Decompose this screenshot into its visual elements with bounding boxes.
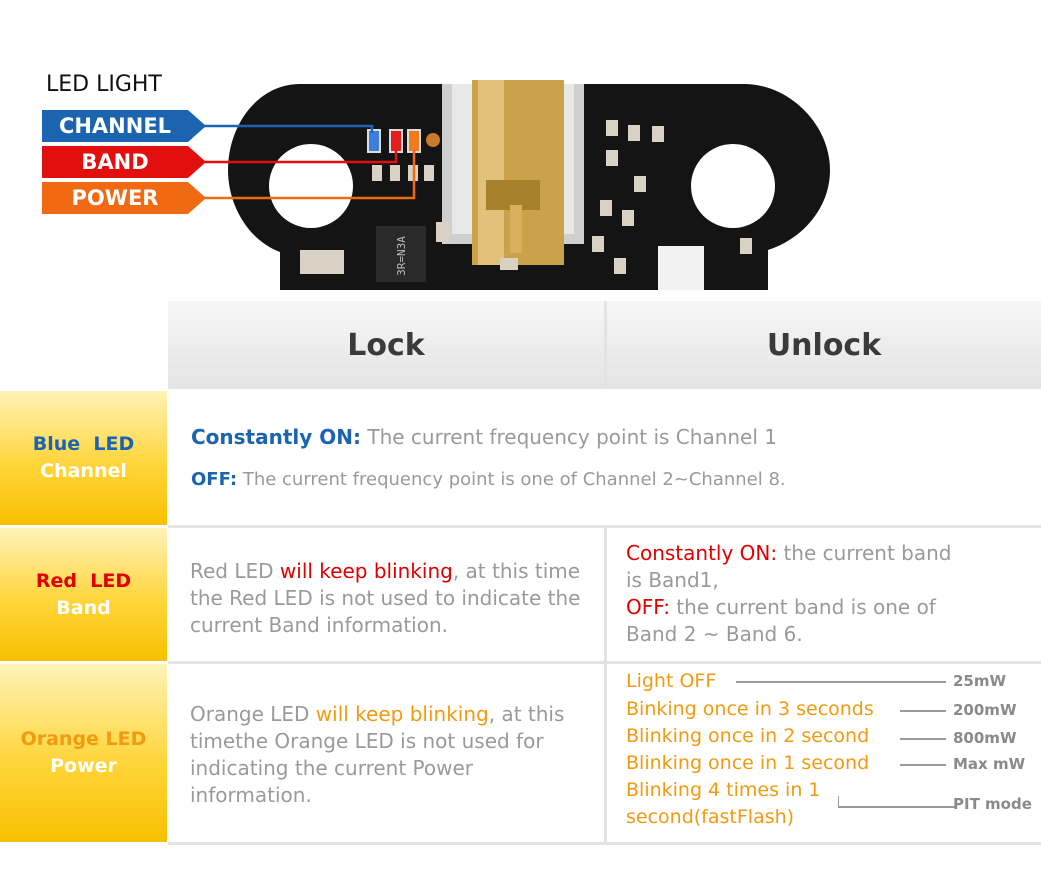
orange-led-lock-cell: Orange LED will keep blinking, at this t…	[190, 701, 595, 809]
power-leader-1	[736, 681, 946, 683]
power-state-5a: Blinking 4 times in 1	[626, 779, 821, 801]
mount-hole-left	[269, 144, 353, 228]
power-tag: POWER	[42, 182, 206, 214]
power-state-3: Blinking once in 2 second	[626, 725, 870, 747]
row-label-blue-led: Blue LED Channel	[0, 391, 167, 525]
band-off-key: OFF:	[626, 595, 670, 619]
row-label-red-led: Red LED Band	[0, 528, 167, 661]
orange-led-label: Orange LED	[20, 728, 147, 750]
orange-lock-post: , at this timethe Orange LED is not used…	[190, 702, 565, 807]
header-unlock: Unlock	[607, 301, 1041, 389]
power-value-2: 200mW	[953, 701, 1017, 719]
power-value-1: 25mW	[953, 672, 1007, 690]
channel-tag: CHANNEL	[42, 110, 206, 142]
red-lock-pre: Red LED	[190, 559, 280, 583]
band-tag-label: BAND	[81, 150, 149, 174]
row-divider-1	[168, 525, 1041, 528]
power-label: Power	[50, 755, 117, 777]
red-led-unlock-cell: Constantly ON: the current band is Band1…	[626, 540, 971, 648]
band-label: Band	[56, 596, 111, 619]
header-lock: Lock	[168, 301, 604, 389]
constantly-on-key: Constantly ON:	[191, 425, 362, 449]
band-on-key: Constantly ON:	[626, 541, 778, 565]
channel-tag-label: CHANNEL	[58, 114, 172, 138]
row-label-orange-led: Orange LED Power	[0, 664, 167, 842]
power-value-5: PIT mode	[953, 795, 1032, 813]
orange-led	[407, 129, 421, 153]
red-led-lock-cell: Red LED will keep blinking, at this time…	[190, 558, 600, 639]
led-light-title: LED LIGHT	[46, 72, 162, 97]
mount-hole-right	[691, 144, 775, 228]
power-value-4: Max mW	[953, 755, 1026, 773]
power-leader-3	[900, 738, 946, 740]
power-leader	[186, 150, 416, 200]
power-state-5b: second(fastFlash)	[626, 806, 795, 828]
power-leader-2	[900, 710, 946, 712]
red-lock-highlight: will keep blinking	[279, 559, 453, 583]
red-led-label: Red LED	[35, 569, 132, 592]
band-leader	[186, 150, 398, 164]
constantly-on-text: The current frequency point is Channel 1	[361, 425, 777, 449]
red-led	[389, 129, 403, 153]
power-tag-label: POWER	[71, 186, 159, 210]
header-divider	[604, 301, 607, 389]
band-tag: BAND	[42, 146, 206, 178]
row-divider-2	[168, 661, 1041, 664]
power-state-1: Light OFF	[626, 670, 717, 692]
channel-leader	[186, 124, 374, 133]
band-off-text: the current band is one of Band 2 ~ Band…	[626, 595, 936, 646]
power-state-2: Binking once in 3 seconds	[626, 698, 874, 720]
orange-lock-pre: Orange LED	[190, 702, 316, 726]
row-divider-3	[168, 842, 1041, 845]
power-value-3: 800mW	[953, 729, 1017, 747]
blue-led-label: Blue LED	[32, 433, 135, 455]
ic-chip	[376, 226, 426, 282]
red-lock-post: , at this time the Red LED is not used t…	[190, 559, 581, 637]
blue-led	[367, 129, 381, 153]
power-leader-5	[838, 796, 956, 808]
col-divider-row2	[604, 528, 607, 661]
off-key: OFF:	[191, 469, 238, 490]
power-leader-4	[900, 764, 946, 766]
blue-led-off-line: OFF: The current frequency point is one …	[191, 466, 1031, 493]
blue-led-lock-cell: Constantly ON: The current frequency poi…	[191, 424, 1031, 493]
blue-led-on-line: Constantly ON: The current frequency poi…	[191, 424, 1031, 452]
power-state-4: Blinking once in 1 second	[626, 752, 870, 774]
col-divider-row3	[604, 664, 607, 842]
band-on-text: the current band is Band1,	[626, 541, 952, 592]
orange-lock-highlight: will keep blinking	[315, 702, 489, 726]
vtx-board-illustration: 3R=N3A	[186, 80, 830, 290]
off-text: The current frequency point is one of Ch…	[237, 469, 786, 490]
channel-label: Channel	[40, 460, 127, 482]
chip-marking: 3R=N3A	[395, 236, 408, 276]
